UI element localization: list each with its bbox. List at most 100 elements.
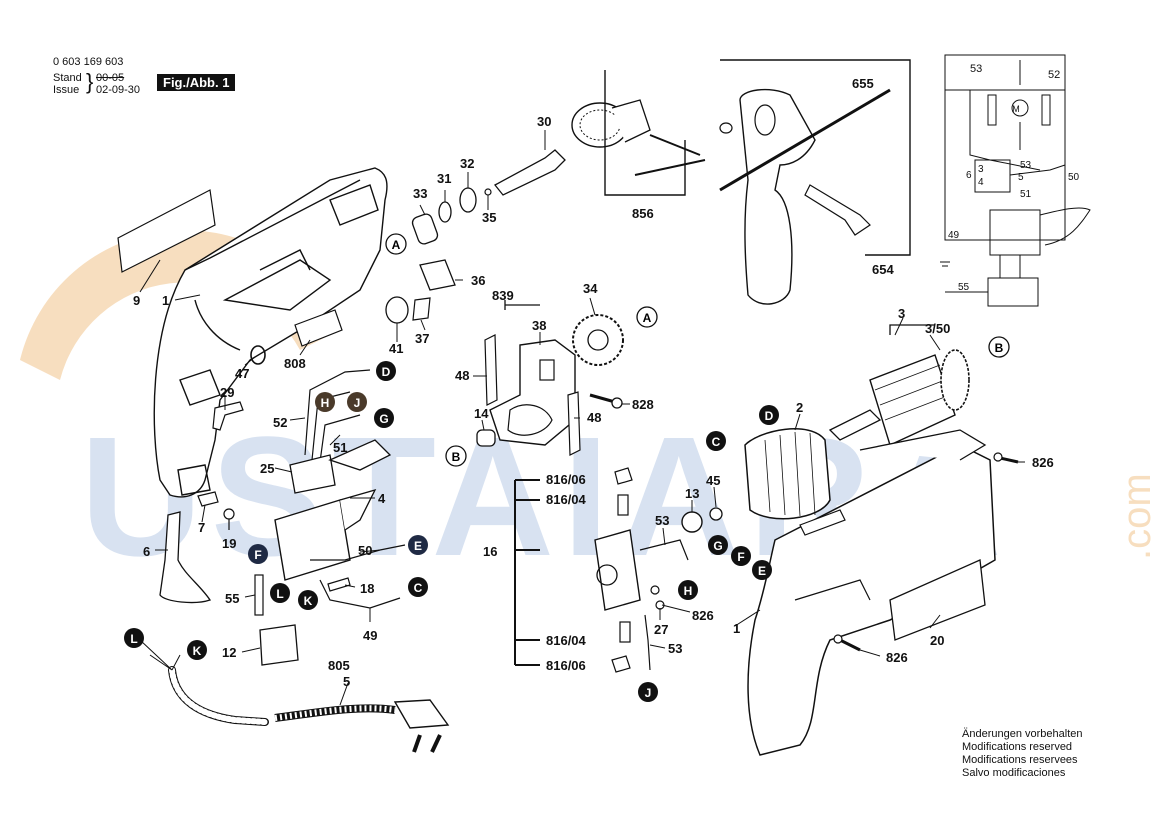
marker-A-2: A <box>636 306 658 328</box>
svg-text:C: C <box>712 435 721 449</box>
svg-text:M: M <box>1012 104 1020 114</box>
armature-3 <box>828 349 970 446</box>
part-38-gear-plate <box>489 339 576 446</box>
brush-holder-16 <box>594 529 641 611</box>
wire-53-bottom <box>644 614 651 671</box>
svg-text:J: J <box>354 396 361 410</box>
callout-816-06b: 816/06 <box>546 658 586 673</box>
svg-text:G: G <box>713 539 722 553</box>
callout-816-04a: 816/04 <box>546 492 587 507</box>
callout-53a: 53 <box>655 513 669 528</box>
note-es: Salvo modificaciones <box>962 767 1066 779</box>
part-7 <box>197 491 219 507</box>
callout-29: 29 <box>220 385 234 400</box>
callout-3-50: 3/50 <box>925 321 950 336</box>
callout-45: 45 <box>706 473 720 488</box>
note-fr: Modifications reservees <box>962 754 1078 766</box>
callout-826c: 826 <box>886 650 908 665</box>
svg-text:F: F <box>737 550 744 564</box>
marker-E-1: E <box>408 535 428 555</box>
callout-25: 25 <box>260 461 274 476</box>
part-12 <box>259 624 299 666</box>
svg-text:K: K <box>304 594 313 608</box>
svg-text:A: A <box>392 238 401 252</box>
wiring-diagram <box>940 54 1091 307</box>
bracket-16 <box>514 479 540 666</box>
svg-text:50: 50 <box>1068 172 1080 183</box>
part-45 <box>709 507 723 521</box>
marker-D-1: D <box>376 361 396 381</box>
marker-K-1: K <box>298 590 318 610</box>
callout-52: 52 <box>273 415 287 430</box>
svg-text:5: 5 <box>1018 172 1024 183</box>
leader-lines <box>139 130 1025 706</box>
marker-L-2: L <box>124 628 144 648</box>
svg-text:49: 49 <box>948 230 960 241</box>
bracket-856 <box>604 70 686 196</box>
marker-B-2: B <box>445 445 467 467</box>
marker-C-1: C <box>408 577 428 597</box>
callout-808: 808 <box>284 356 306 371</box>
svg-text:H: H <box>684 584 693 598</box>
callout-38: 38 <box>532 318 546 333</box>
callout-53b: 53 <box>668 641 682 656</box>
part-34-gear <box>572 314 624 366</box>
wire-49 <box>319 579 401 609</box>
label-plate-9 <box>117 189 216 273</box>
stand-label: Stand <box>53 72 82 84</box>
callout-51: 51 <box>333 440 347 455</box>
svg-text:D: D <box>382 365 391 379</box>
marker-L-1: L <box>270 583 290 603</box>
part-32 <box>459 187 477 213</box>
callout-48b: 48 <box>587 410 601 425</box>
cord-leads <box>139 639 181 671</box>
screw-828 <box>589 393 623 409</box>
callout-5: 5 <box>343 674 350 689</box>
svg-text:A: A <box>643 311 652 325</box>
callout-31: 31 <box>437 171 451 186</box>
wire-50 <box>310 544 406 561</box>
svg-text:52: 52 <box>1048 69 1060 81</box>
marker-H-1: H <box>315 392 335 412</box>
callout-655: 655 <box>852 76 874 91</box>
stand-crossed: 00-05 <box>96 72 125 84</box>
callout-4: 4 <box>378 491 386 506</box>
part-55 <box>254 574 264 616</box>
callout-36: 36 <box>471 273 485 288</box>
callout-30: 30 <box>537 114 551 129</box>
svg-text:6: 6 <box>966 170 972 181</box>
callout-32: 32 <box>460 156 474 171</box>
svg-text:4: 4 <box>978 177 984 188</box>
wiring-labels: 53 52 M 3 4 6 5 53 51 50 49 55 <box>948 63 1080 293</box>
svg-text:J: J <box>645 686 652 700</box>
trigger-51 <box>328 439 392 471</box>
callout-839: 839 <box>492 288 514 303</box>
note-de: Änderungen vorbehalten <box>962 728 1083 740</box>
issue-date: 02-09-30 <box>96 84 141 96</box>
callout-19: 19 <box>222 536 236 551</box>
screw-19 <box>223 508 235 530</box>
callout-35: 35 <box>482 210 496 225</box>
part-14 <box>476 429 496 447</box>
notes: Änderungen vorbehalten Modifications res… <box>962 728 1082 780</box>
marker-G-1: G <box>374 408 394 428</box>
part-816-04-bottom <box>619 621 631 643</box>
svg-text:L: L <box>130 632 137 646</box>
part-816-04-top <box>617 494 629 516</box>
markers: A A B B C C D D E E F F G G H H J J K K … <box>124 233 1010 702</box>
svg-text:C: C <box>414 581 423 595</box>
issue-label: Issue <box>53 84 80 96</box>
callout-1b: 1 <box>733 621 740 636</box>
callout-7: 7 <box>198 520 205 535</box>
callout-37: 37 <box>415 331 429 346</box>
svg-text:B: B <box>452 450 461 464</box>
callout-27: 27 <box>654 622 668 637</box>
part-35 <box>484 188 492 196</box>
part-48-left <box>484 334 498 406</box>
housing-left <box>153 167 388 498</box>
marker-J-2: J <box>638 682 658 702</box>
svg-text:E: E <box>758 564 766 578</box>
svg-text:D: D <box>765 409 774 423</box>
field-stator-2 <box>744 428 831 520</box>
callout-16: 16 <box>483 544 497 559</box>
